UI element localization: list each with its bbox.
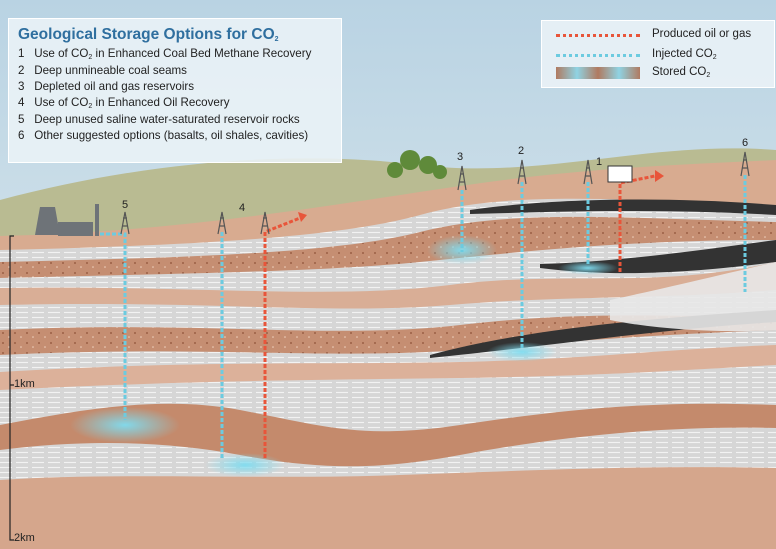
basement-layer (0, 467, 776, 549)
legend: Produced oil or gas Injected CO2 Stored … (541, 20, 775, 88)
well-label-1: 1 (596, 156, 603, 168)
option-item: 2 Deep unmineable coal seams (18, 64, 187, 77)
legend-injected: Injected CO2 (652, 48, 717, 61)
stored-co2 (487, 342, 557, 362)
stored-co2 (70, 407, 180, 443)
storage-options-panel: Geological Storage Options for CO2 1 Use… (8, 18, 342, 163)
depth-label-2km: 2km (14, 532, 35, 544)
stored-co2 (558, 261, 618, 275)
option-item: 1 Use of CO2 in Enhanced Coal Bed Methan… (18, 47, 312, 61)
option-item: 5 Deep unused saline water-saturated res… (18, 113, 300, 126)
derrick-icon (260, 211, 270, 235)
well-label-5: 5 (122, 199, 129, 211)
saline-basalt-zone (610, 262, 776, 332)
well-label-6: 6 (742, 137, 749, 149)
derrick-icon (120, 211, 130, 235)
injected-swatch (556, 54, 640, 57)
option-item: 6 Other suggested options (basalts, oil … (18, 129, 309, 142)
arrow-icon (298, 212, 307, 222)
derrick-icon (457, 165, 467, 191)
arrow-icon (655, 170, 664, 182)
well-label-4: 4 (239, 202, 246, 214)
injection-line-5 (100, 232, 127, 420)
depth-scale-bar (9, 235, 14, 541)
option-item: 4 Use of CO2 in Enhanced Oil Recovery (18, 96, 230, 110)
trees-icon (387, 150, 447, 179)
production-line-4 (263, 216, 301, 458)
power-plant-icon (35, 204, 99, 236)
diagram-title: Geological Storage Options for CO2 (18, 26, 279, 43)
stored-swatch (556, 67, 640, 79)
produced-swatch (556, 34, 640, 37)
coal-seam (470, 199, 776, 215)
legend-stored: Stored CO2 (652, 66, 711, 79)
well-label-3: 3 (457, 151, 464, 163)
well-label-2: 2 (518, 145, 525, 157)
derrick-icon (517, 159, 527, 185)
derrick-icon (583, 159, 593, 185)
compressor-station-icon (607, 165, 633, 183)
legend-produced: Produced oil or gas (652, 28, 752, 40)
derrick-icon (740, 151, 750, 177)
option-item: 3 Depleted oil and gas reservoirs (18, 80, 195, 93)
derrick-icon (217, 211, 227, 235)
stored-co2 (205, 453, 285, 477)
depth-label-1km: 1km (14, 378, 35, 390)
derricks (120, 151, 750, 235)
